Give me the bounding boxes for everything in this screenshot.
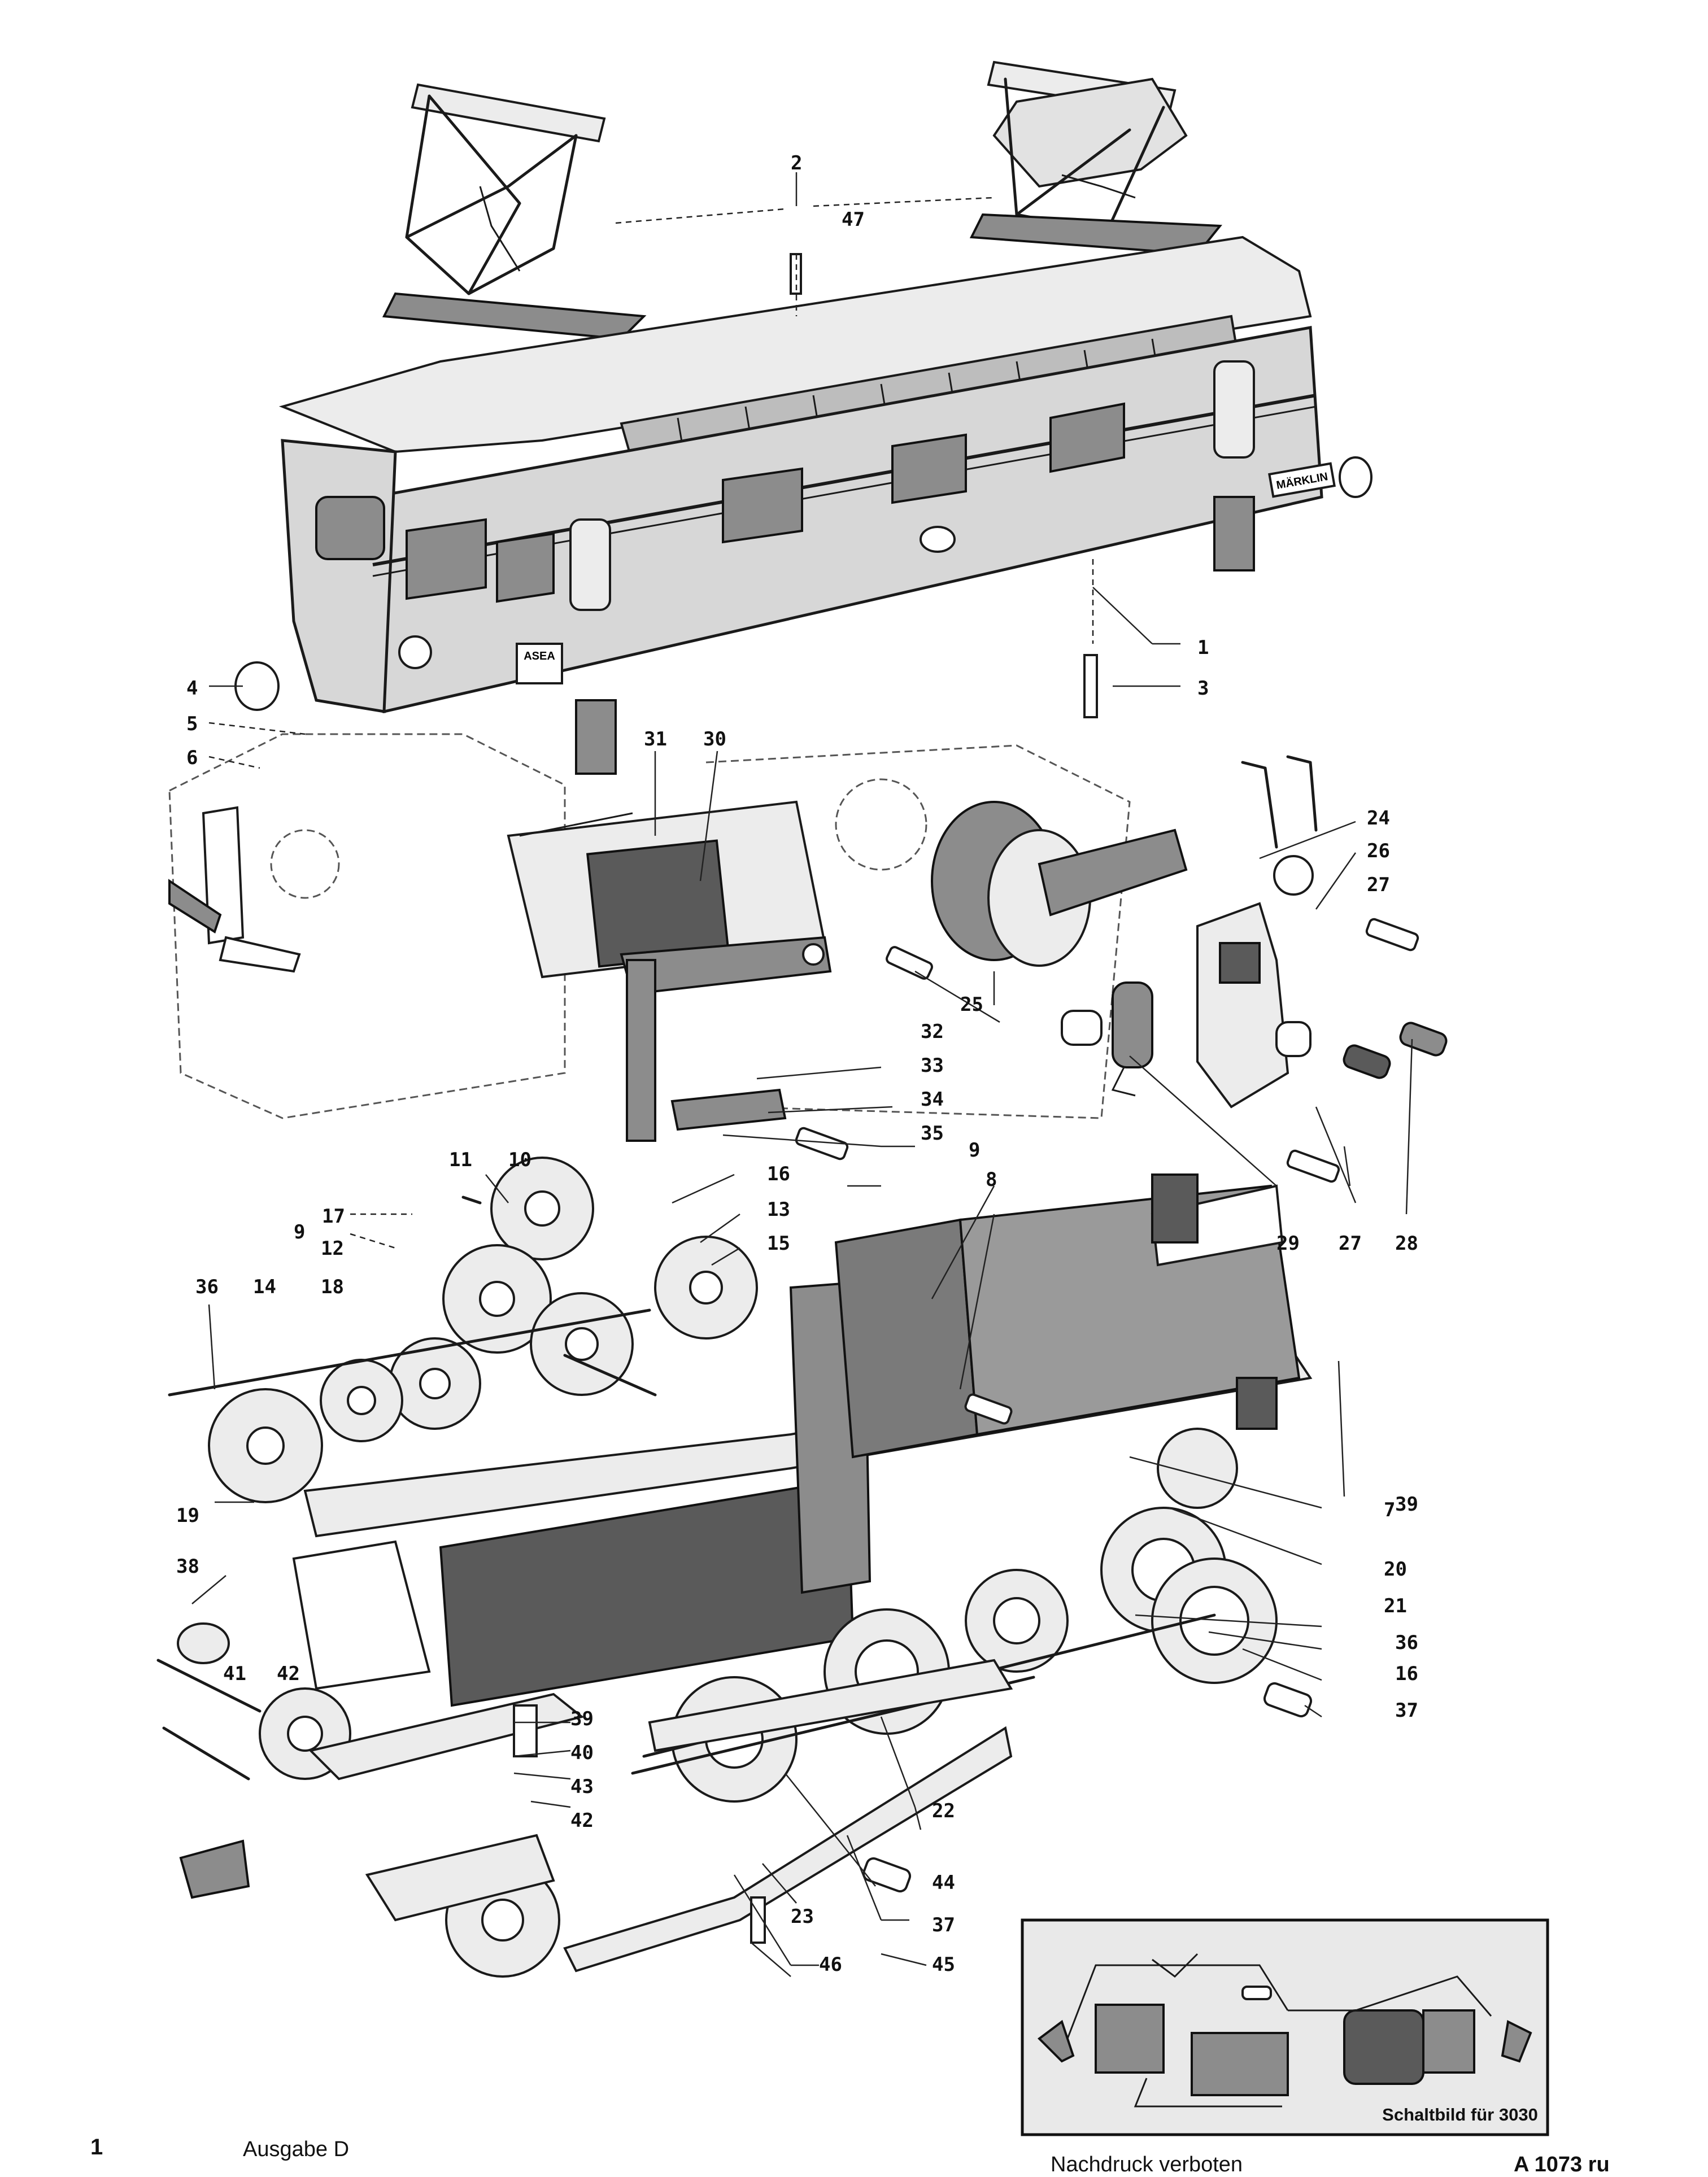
callout-10: 10 <box>508 1149 531 1171</box>
callout-36-right: 36 <box>1395 1631 1418 1654</box>
screws-upper <box>790 253 1419 1183</box>
callout-20: 20 <box>1384 1558 1407 1581</box>
callout-22: 22 <box>932 1800 955 1822</box>
callout-42-upper: 42 <box>277 1663 300 1685</box>
callout-33: 33 <box>921 1054 944 1077</box>
callout-39-right: 39 <box>1395 1493 1418 1516</box>
callout-7: 7 <box>1384 1499 1395 1521</box>
callout-15: 15 <box>767 1232 790 1255</box>
callout-42-lower: 42 <box>570 1809 594 1832</box>
callout-37-lower: 37 <box>932 1914 955 1936</box>
callout-19: 19 <box>176 1504 199 1527</box>
brush-plate <box>620 936 832 1142</box>
chassis-frame <box>292 1173 1313 1707</box>
callout-13: 13 <box>767 1198 790 1221</box>
armature <box>931 801 1188 967</box>
callout-14: 14 <box>253 1276 276 1298</box>
coupler-bracket <box>168 806 301 973</box>
reverse-unit <box>1196 755 1318 1109</box>
callout-32: 32 <box>921 1020 944 1043</box>
callout-41: 41 <box>223 1663 246 1685</box>
callout-16-upper: 16 <box>767 1163 790 1185</box>
document-code: A 1073 ru <box>1514 2153 1610 2176</box>
callout-47: 47 <box>842 208 865 231</box>
callout-37-right: 37 <box>1395 1699 1418 1722</box>
builder-plate-text: ASEA <box>524 650 555 662</box>
callout-31: 31 <box>644 728 667 751</box>
edition-label: Ausgabe D <box>243 2137 350 2161</box>
callout-8: 8 <box>986 1168 997 1191</box>
pantograph-left <box>382 83 647 341</box>
callout-4: 4 <box>186 677 198 700</box>
callout-46: 46 <box>819 1953 842 1976</box>
callout-39-lower: 39 <box>570 1708 594 1730</box>
callout-45: 45 <box>932 1953 955 1976</box>
bulbs-and-brushes <box>1061 981 1448 1097</box>
callout-30: 30 <box>703 728 726 751</box>
callout-labels: 1 2 3 4 5 6 7 8 9 9 10 11 12 13 14 15 16… <box>176 152 1418 1976</box>
callout-44: 44 <box>932 1871 955 1894</box>
callout-17: 17 <box>322 1205 345 1228</box>
callout-16-lower: 16 <box>1395 1663 1418 1685</box>
callout-26: 26 <box>1367 840 1390 862</box>
callout-12: 12 <box>321 1237 344 1260</box>
callout-34: 34 <box>921 1088 944 1111</box>
inset-caption: Schaltbild für 3030 <box>1382 2105 1538 2124</box>
callout-28: 28 <box>1395 1232 1418 1255</box>
bogie-frame <box>179 1692 585 1922</box>
field-magnet-assembly <box>507 800 826 979</box>
callout-29: 29 <box>1276 1232 1300 1255</box>
callout-5: 5 <box>186 713 198 735</box>
pantograph-right <box>969 60 1223 256</box>
callout-2: 2 <box>791 152 802 174</box>
callout-11: 11 <box>449 1149 472 1171</box>
callout-40: 40 <box>570 1742 594 1764</box>
wiring-diagram-inset: Schaltbild für 3030 <box>1021 1918 1549 2136</box>
callout-27-upper: 27 <box>1367 874 1390 896</box>
reprint-notice: Nachdruck verboten <box>1051 2153 1243 2176</box>
callout-25: 25 <box>960 993 983 1016</box>
callout-18: 18 <box>321 1276 344 1298</box>
callout-9-left: 9 <box>294 1221 305 1244</box>
callout-1: 1 <box>1197 636 1209 659</box>
callout-35: 35 <box>921 1122 944 1145</box>
callout-23: 23 <box>791 1905 814 1928</box>
page-number: 1 <box>90 2135 103 2159</box>
callout-21: 21 <box>1384 1595 1407 1617</box>
callout-38: 38 <box>176 1555 199 1578</box>
callout-36-left: 36 <box>195 1276 219 1298</box>
callout-24: 24 <box>1367 807 1390 830</box>
callout-6: 6 <box>186 747 198 769</box>
callout-27-lower: 27 <box>1339 1232 1362 1255</box>
leader-lines <box>191 172 1413 1977</box>
callout-3: 3 <box>1197 677 1209 700</box>
locomotive-body: ASEA MÄRKLIN <box>234 235 1372 775</box>
coupling-rods <box>563 1613 1216 1973</box>
callout-43: 43 <box>570 1775 594 1798</box>
callout-9-right: 9 <box>969 1139 980 1162</box>
